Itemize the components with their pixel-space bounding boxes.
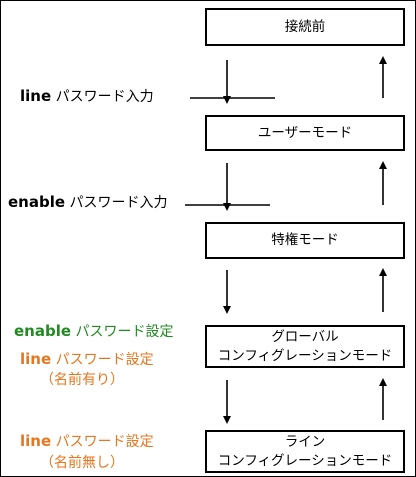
label-enable-password-set-text: パスワード設定 [75,324,174,340]
state-label-user-mode: ユーザーモード [257,124,353,141]
label-enable-password-set: enable パスワード設定 [14,322,173,341]
named-note-text: （名前有り） [40,372,124,388]
state-label-privileged-mode: 特権モード [271,232,339,248]
label-line-password-set-named-note: （名前有り） [40,371,124,389]
state-label-line-config-line2: コンフィグレーションモード [217,452,393,469]
state-box-user-mode: ユーザーモード [205,115,405,151]
label-line-password-set-named-keyword: line [20,350,52,368]
label-line-password-set-unnamed-note: （名前無し） [40,454,124,472]
state-label-global-config-line1: グローバル [271,328,339,345]
state-box-line-config-mode: ライン コンフィグレーションモード [205,430,405,473]
state-box-privileged-mode: 特権モード [205,222,405,259]
state-label-line-config-line1: ライン [284,433,326,450]
label-line-password-set-unnamed-keyword: line [20,432,52,450]
state-box-global-config-mode: グローバル コンフィグレーションモード [205,325,405,368]
label-line-password-set-unnamed-text: パスワード設定 [55,434,154,450]
state-box-before-connect: 接続前 [205,8,405,46]
label-line-password-set-unnamed: line パスワード設定 [20,432,154,451]
label-line-password-input-keyword: line [20,87,52,105]
label-enable-password-input-text: パスワード入力 [69,195,168,211]
state-label-global-config-line2: コンフィグレーションモード [217,347,393,364]
unnamed-note-text: （名前無し） [40,455,124,471]
label-line-password-set-named-text: パスワード設定 [55,352,154,368]
label-enable-password-set-keyword: enable [14,322,72,340]
state-label-before-connect: 接続前 [284,18,326,35]
label-enable-password-input-keyword: enable [8,193,66,211]
label-line-password-input: line パスワード入力 [20,87,154,106]
label-line-password-set-named: line パスワード設定 [20,350,154,369]
label-enable-password-input: enable パスワード入力 [8,193,167,212]
label-line-password-input-text: パスワード入力 [55,89,154,105]
